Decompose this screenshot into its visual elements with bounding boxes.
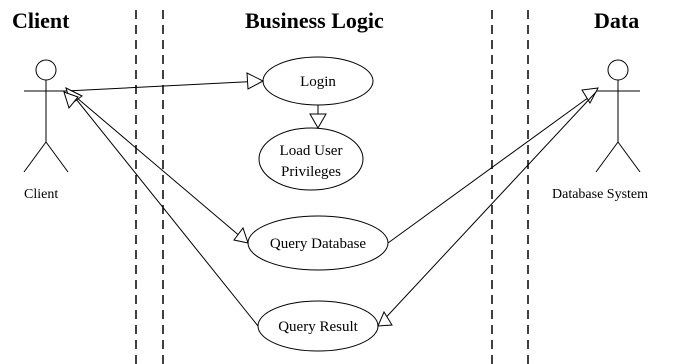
use-case-login: Login	[262, 56, 374, 106]
use-case-query-database: Query Database	[247, 215, 389, 271]
edge-queryresult-client	[71, 93, 259, 327]
database-actor	[595, 59, 641, 173]
use-case-load-line2: Privileges	[281, 164, 341, 180]
client-actor-label: Client	[24, 187, 58, 202]
edge-client-login	[65, 80, 263, 92]
arrowhead-login	[246, 72, 265, 90]
use-case-query-result: Query Result	[257, 300, 379, 352]
arrowhead-load	[309, 113, 327, 130]
edge-database-queryresult	[377, 91, 597, 327]
header-client: Client	[12, 8, 70, 33]
arrowhead-client-2	[63, 91, 79, 110]
use-case-load-line1: Load User	[280, 143, 343, 159]
header-data: Data	[594, 8, 639, 33]
arrowhead-database	[581, 87, 599, 105]
use-case-query-result-label: Query Result	[278, 319, 358, 335]
edge-querydb-database	[387, 91, 597, 244]
arrowhead-queryresult	[377, 310, 393, 327]
use-case-query-database-label: Query Database	[270, 236, 367, 252]
header-business-logic: Business Logic	[245, 8, 384, 33]
edge-client-querydb	[69, 91, 249, 244]
use-case-load-user-privileges: Load User Privileges	[258, 127, 364, 191]
use-case-login-label: Login	[300, 74, 336, 90]
client-actor	[23, 59, 69, 173]
database-actor-label: Database System	[552, 187, 648, 202]
arrowhead-querydb	[233, 226, 249, 244]
